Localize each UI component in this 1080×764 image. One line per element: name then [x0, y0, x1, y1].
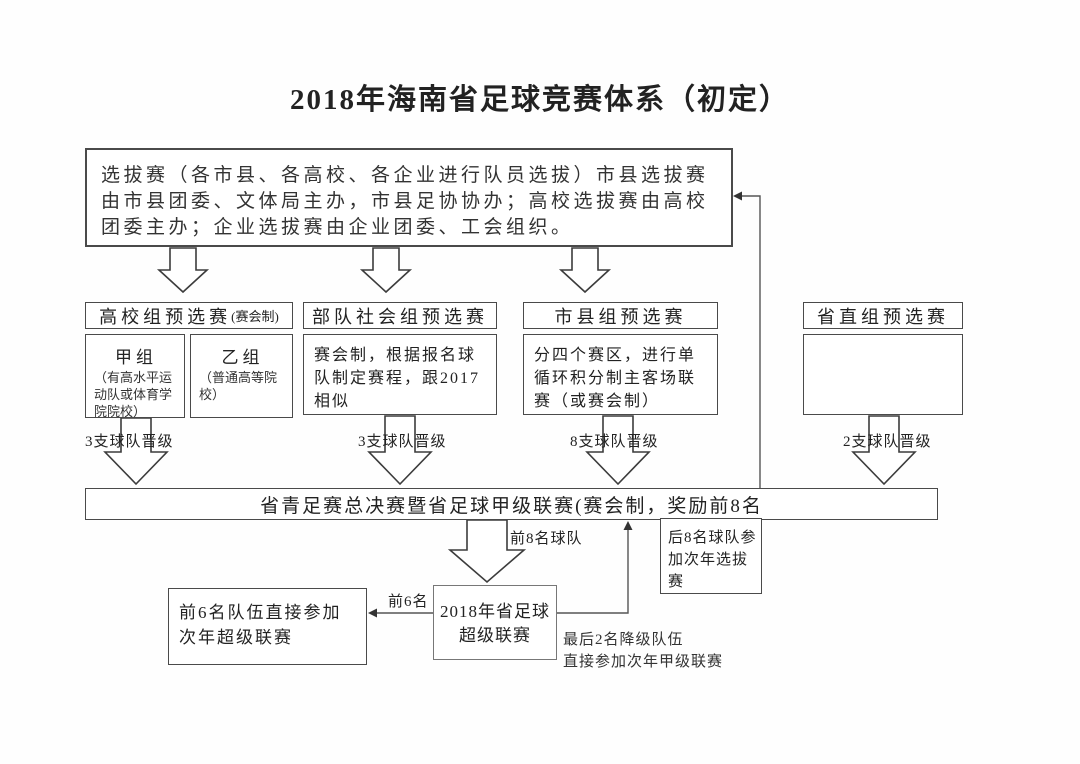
- relegation-note: 最后2名降级队伍 直接参加次年甲级联赛: [563, 630, 763, 674]
- header-label: 部队社会组预选赛: [312, 306, 488, 327]
- army-social-body-box: 赛会制，根据报名球队制定赛程，跟2017相似: [303, 334, 497, 415]
- super-league-box: 2018年省足球 超级联赛: [433, 585, 557, 660]
- last8-next-year-text: 后8名球队参加次年选拔赛: [668, 530, 757, 590]
- selection-box: 选拔赛（各市县、各高校、各企业进行队员选拔）市县选拔赛由市县团委、文体局主办，市…: [85, 148, 733, 247]
- top6-next-year-box: 前6名队伍直接参加次年超级联赛: [168, 588, 367, 665]
- city-county-body-box: 分四个赛区，进行单循环积分制主客场联赛（或赛会制）: [523, 334, 718, 415]
- left-arrowhead-icon: [368, 608, 377, 618]
- header-city-county-group: 市县组预选赛: [523, 302, 718, 329]
- army-social-body-text: 赛会制，根据报名球队制定赛程，跟2017相似: [314, 347, 481, 411]
- relegation-note-line2: 直接参加次年甲级联赛: [563, 653, 724, 670]
- league-final-band: 省青足赛总决赛暨省足球甲级联赛(赛会制，奖励前8名: [85, 488, 938, 520]
- header-university-group: 高校组预选赛(赛会制): [85, 302, 293, 329]
- header-label: 市县组预选赛: [554, 306, 687, 327]
- last8-feedback-line: [736, 195, 761, 518]
- promotion-label-city-county: 8支球队晋级: [570, 434, 659, 450]
- selection-box-text: 选拔赛（各市县、各高校、各企业进行队员选拔）市县选拔赛由市县团委、文体局主办，市…: [101, 165, 709, 239]
- top8-teams-label: 前8名球队: [510, 531, 583, 547]
- header-label: 省直组预选赛: [817, 306, 949, 327]
- page-title: 2018年海南省足球竞赛体系（初定）: [289, 84, 790, 116]
- last8-next-year-box: 后8名球队参加次年选拔赛: [660, 518, 762, 594]
- promotion-label-army-social: 3支球队晋级: [358, 434, 447, 450]
- up-arrowhead-icon: [623, 521, 633, 530]
- league-final-band-text: 省青足赛总决赛暨省足球甲级联赛(赛会制，奖励前8名: [260, 495, 763, 517]
- super-league-line2: 超级联赛: [459, 625, 531, 645]
- promotion-block-arrow-icon: [103, 415, 917, 486]
- group-b-name: 乙组: [221, 348, 264, 367]
- header-army-social-group: 部队社会组预选赛: [303, 302, 497, 329]
- provincial-body-box: [803, 334, 963, 415]
- top6-next-year-text: 前6名队伍直接参加次年超级联赛: [179, 603, 342, 647]
- down-block-arrow-icon: [156, 247, 612, 294]
- promotion-label-provincial: 2支球队晋级: [843, 434, 932, 450]
- left-arrowhead-icon: [733, 191, 742, 201]
- top6-label: 前6名: [388, 594, 429, 610]
- group-b-desc: （普通高等院校）: [199, 370, 278, 402]
- group-a-name: 甲组: [115, 348, 157, 367]
- header-label: 高校组预选赛: [99, 306, 232, 327]
- header-provincial-group: 省直组预选赛: [803, 302, 963, 329]
- group-a-box: 甲组 （有高水平运动队或体育学院院校）: [85, 334, 185, 419]
- city-county-body-text: 分四个赛区，进行单循环积分制主客场联赛（或赛会制）: [534, 347, 697, 411]
- promotion-label-university: 3支球队晋级: [85, 434, 174, 450]
- group-b-box: 乙组 （普通高等院校）: [190, 334, 293, 418]
- relegation-note-line1: 最后2名降级队伍: [563, 632, 684, 648]
- super-league-line1: 2018年省足球: [440, 602, 550, 621]
- header-suffix: (赛会制): [231, 309, 279, 324]
- group-a-desc: （有高水平运动队或体育学院院校）: [94, 370, 173, 419]
